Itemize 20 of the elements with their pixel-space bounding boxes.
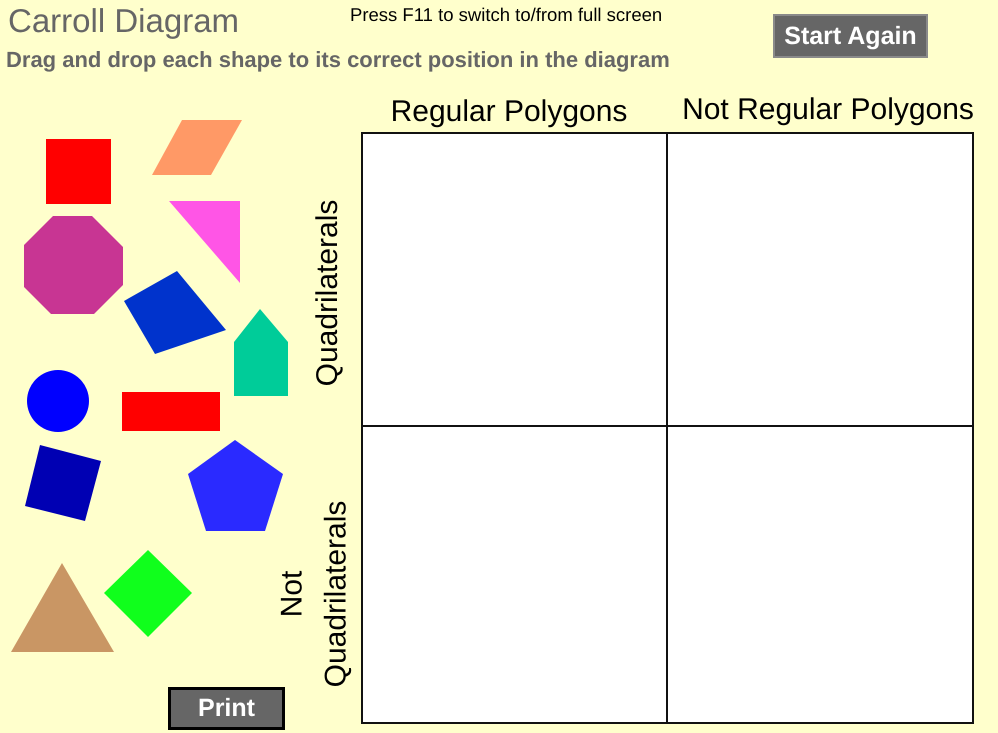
diamond-icon xyxy=(104,550,192,637)
column-header: Not Regular Polygons xyxy=(682,92,974,128)
triangle-icon xyxy=(11,563,114,652)
octagon-icon xyxy=(24,216,123,314)
print-button: Print xyxy=(168,687,285,730)
reset-button: Start Again xyxy=(773,14,928,58)
pentagon-icon xyxy=(234,309,288,396)
rectangle-icon xyxy=(122,392,220,431)
hint-text: Press F11 to switch to/from full screen xyxy=(350,4,662,26)
pentagon-icon xyxy=(188,440,283,531)
row-header: Quadrilaterals xyxy=(310,198,345,388)
page-title: Carroll Diagram xyxy=(8,1,240,41)
parallelogram-icon xyxy=(152,120,242,175)
column-header: Regular Polygons xyxy=(390,94,628,130)
triangle-icon xyxy=(169,201,240,283)
row-header: Not Quadrilaterals xyxy=(274,500,353,690)
square-icon xyxy=(46,139,111,204)
instruction-text: Drag and drop each shape to its correct position in the diagram xyxy=(6,47,670,74)
quadrilateral-icon xyxy=(124,271,226,354)
circle-icon xyxy=(27,370,89,432)
